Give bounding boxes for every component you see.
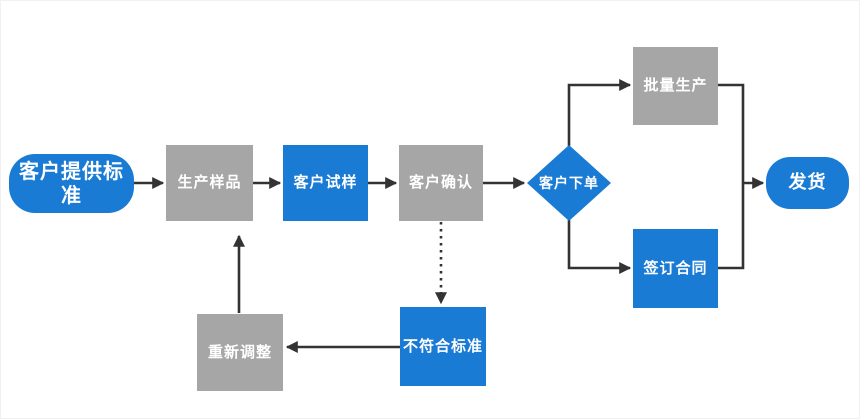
node-not-meet-standard: 不符合标准 [400,307,486,386]
node-label: 客户确认 [408,174,473,191]
node-label: 客户提供标准 [19,160,124,207]
node-label: 不符合标准 [402,337,483,355]
node-sign-contract: 签订合同 [633,229,718,308]
node-label: 重新调整 [207,343,272,361]
edge-customer-order-to-sign-contract [567,220,632,274]
node-label: 签订合同 [643,259,708,277]
node-readjust: 重新调整 [197,314,283,391]
edge-sign-contract-to-ship [718,184,745,270]
node-mass-production: 批量生产 [633,47,718,125]
node-produce-sample: 生产样品 [166,145,253,221]
node-customer-trial: 客户试样 [283,145,368,221]
node-ship-goods: 发货 [766,157,849,209]
node-label: 发货 [788,172,827,193]
node-customer-confirm: 客户确认 [399,145,483,221]
edge-mass-production-to-ship [718,83,765,189]
node-label: 客户试样 [293,174,358,191]
node-label: 批量生产 [643,77,708,94]
node-label: 生产样品 [177,174,242,191]
node-customer-provides-standard: 客户提供标准 [9,154,134,213]
edge-customer-order-to-mass-production [567,79,632,146]
node-label: 客户下单 [539,174,599,191]
